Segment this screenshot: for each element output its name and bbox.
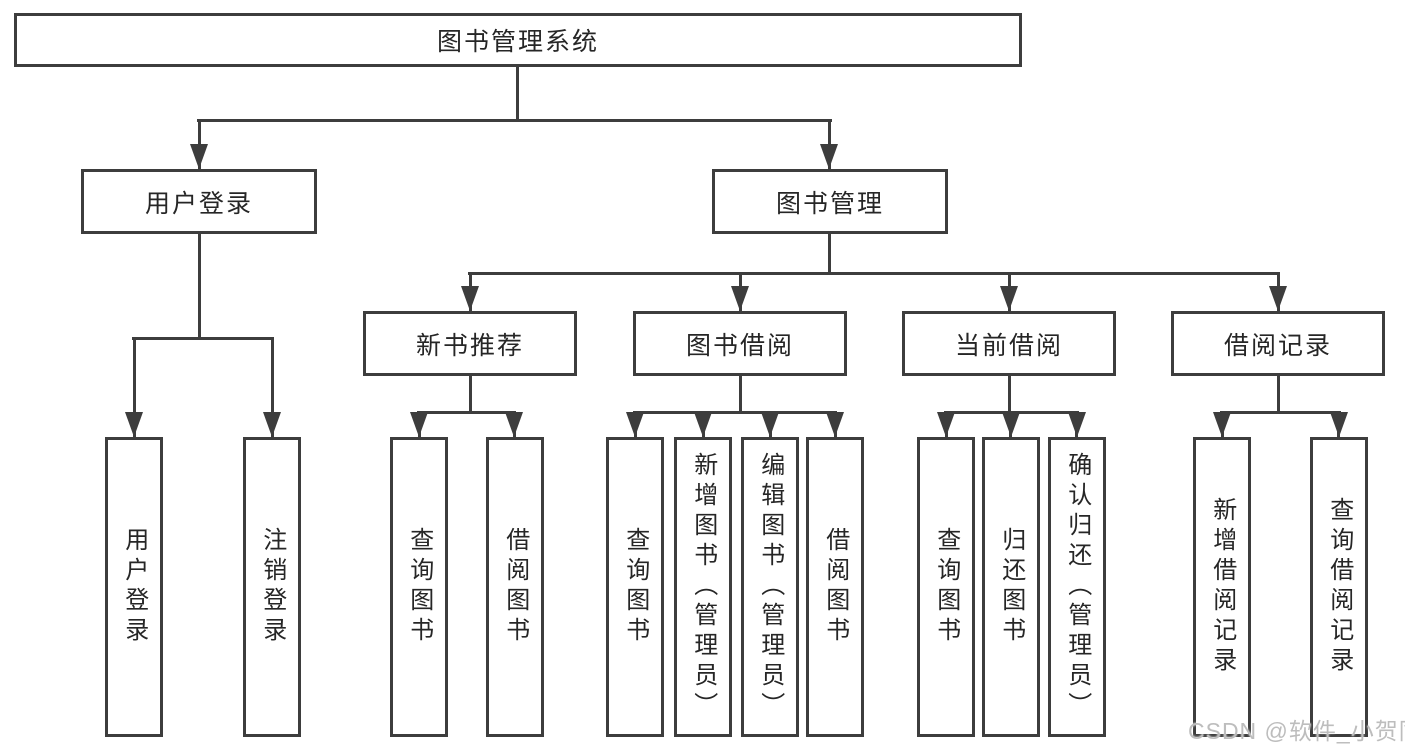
arrowhead-down-icon: [410, 412, 428, 437]
leaf-return-books-label: 归还图书: [997, 527, 1025, 647]
arrowhead-down-icon: [1068, 412, 1086, 437]
leaf-query-books-recommend-label: 查询图书: [405, 527, 433, 647]
node-user-login-label: 用户登录: [144, 189, 253, 218]
leaf-borrow-books-recommend: 借阅图书: [486, 437, 544, 737]
connector-hline: [197, 119, 832, 122]
arrowhead-down-icon: [626, 412, 644, 437]
connector-vline: [739, 376, 742, 414]
connector-vline: [828, 234, 831, 275]
node-book-management-label: 图书管理: [775, 189, 884, 218]
leaf-query-books-current: 查询图书: [917, 437, 975, 737]
connector-hline: [1220, 411, 1341, 414]
arrowhead-down-icon: [1000, 286, 1018, 311]
node-user-login: 用户登录: [81, 169, 317, 234]
leaf-edit-books-admin-label: 编辑图书（管理员）: [756, 452, 784, 722]
arrowhead-down-icon: [694, 412, 712, 437]
node-book-management: 图书管理: [712, 169, 948, 234]
leaf-user-login: 用户登录: [105, 437, 163, 737]
leaf-query-books-borrowing-label: 查询图书: [621, 527, 649, 647]
leaf-add-borrow-record-label: 新增借阅记录: [1208, 497, 1236, 677]
leaf-add-books-admin-label: 新增图书（管理员）: [689, 452, 717, 722]
arrowhead-down-icon: [461, 286, 479, 311]
node-book-borrowing: 图书借阅: [633, 311, 847, 376]
arrowhead-down-icon: [1002, 412, 1020, 437]
arrowhead-down-icon: [1213, 412, 1231, 437]
connector-hline: [633, 411, 837, 414]
arrowhead-down-icon: [937, 412, 955, 437]
leaf-borrow-books-borrowing: 借阅图书: [806, 437, 864, 737]
arrowhead-down-icon: [505, 412, 523, 437]
connector-vline: [133, 337, 136, 437]
arrowhead-down-icon: [731, 286, 749, 311]
node-book-borrowing-label: 图书借阅: [685, 331, 794, 360]
connector-vline: [198, 234, 201, 339]
connector-hline: [132, 337, 274, 340]
leaf-borrow-books-borrowing-label: 借阅图书: [821, 527, 849, 647]
leaf-query-books-borrowing: 查询图书: [606, 437, 664, 737]
node-new-book-recommend-label: 新书推荐: [415, 331, 524, 360]
connector-vline: [1277, 376, 1280, 414]
arrowhead-down-icon: [125, 412, 143, 437]
connector-vline: [516, 67, 519, 119]
arrowhead-down-icon: [820, 144, 838, 169]
connector-vline: [1008, 376, 1011, 414]
leaf-borrow-books-recommend-label: 借阅图书: [501, 527, 529, 647]
connector-vline: [469, 376, 472, 414]
leaf-query-borrow-record: 查询借阅记录: [1310, 437, 1368, 737]
node-current-borrowing-label: 当前借阅: [954, 331, 1063, 360]
leaf-logout: 注销登录: [243, 437, 301, 737]
node-borrowing-records-label: 借阅记录: [1223, 331, 1332, 360]
leaf-query-borrow-record-label: 查询借阅记录: [1325, 497, 1353, 677]
leaf-edit-books-admin: 编辑图书（管理员）: [741, 437, 799, 737]
node-current-borrowing: 当前借阅: [902, 311, 1116, 376]
leaf-user-login-label: 用户登录: [120, 527, 148, 647]
leaf-query-books-recommend: 查询图书: [390, 437, 448, 737]
arrowhead-down-icon: [1269, 286, 1287, 311]
arrowhead-down-icon: [826, 412, 844, 437]
leaf-confirm-return-admin: 确认归还（管理员）: [1048, 437, 1106, 737]
arrowhead-down-icon: [263, 412, 281, 437]
arrowhead-down-icon: [190, 144, 208, 169]
leaf-logout-label: 注销登录: [258, 527, 286, 647]
connector-vline: [271, 337, 274, 437]
leaf-query-books-current-label: 查询图书: [932, 527, 960, 647]
leaf-return-books: 归还图书: [982, 437, 1040, 737]
arrowhead-down-icon: [1330, 412, 1348, 437]
leaf-add-books-admin: 新增图书（管理员）: [674, 437, 732, 737]
node-borrowing-records: 借阅记录: [1171, 311, 1385, 376]
connector-hline: [417, 411, 516, 414]
csdn-watermark: CSDN @软件_小贺同学: [1188, 718, 1405, 744]
node-root: 图书管理系统: [14, 13, 1022, 67]
connector-hline: [468, 272, 1280, 275]
node-root-label: 图书管理系统: [436, 28, 599, 56]
arrowhead-down-icon: [761, 412, 779, 437]
leaf-confirm-return-admin-label: 确认归还（管理员）: [1063, 452, 1091, 722]
leaf-add-borrow-record: 新增借阅记录: [1193, 437, 1251, 737]
node-new-book-recommend: 新书推荐: [363, 311, 577, 376]
